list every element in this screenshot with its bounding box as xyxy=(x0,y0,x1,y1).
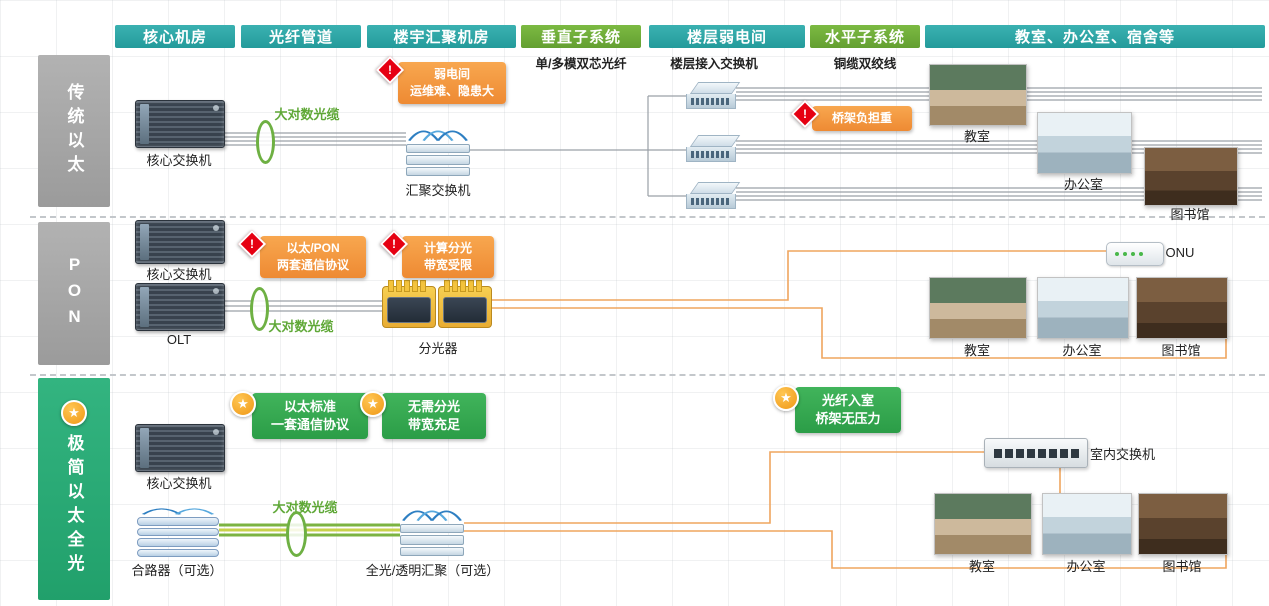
row-label-text: 传统以太 xyxy=(64,83,84,179)
warning-weak-room-box: 弱电间 运维难、隐患大 xyxy=(398,62,506,104)
splitter-icon xyxy=(382,280,436,328)
library-photo xyxy=(1138,493,1228,555)
benefit-text: 无需分光 xyxy=(407,399,460,414)
benefit-text: 桥架无压力 xyxy=(815,411,881,427)
subheader-copper-pair: 铜缆双绞线 xyxy=(833,57,897,71)
room-label: 教室 xyxy=(963,129,990,144)
core-switch-icon xyxy=(135,100,225,148)
subheader-fiber-type: 单/多模双芯光纤 xyxy=(535,57,627,71)
warning-split-box: 计算分光 带宽受限 xyxy=(402,236,494,278)
library-photo xyxy=(1136,277,1228,339)
alert-glyph: ! xyxy=(388,63,392,77)
warning-text: 桥架负担重 xyxy=(831,111,892,125)
column-header-vertical-subsys: 垂直子系统 xyxy=(521,25,641,48)
floor-access-switch-icon xyxy=(686,135,741,162)
all-optical-aggregation-icon xyxy=(400,506,464,556)
row-label-traditional-ethernet: 传统以太 xyxy=(38,55,110,207)
aggregation-switch-icon xyxy=(406,126,470,176)
device-label-combiner: 合路器（可选） xyxy=(131,563,223,578)
star-icon: ★ xyxy=(230,391,256,417)
fiber-bundle-icon xyxy=(250,287,269,331)
warning-text: 计算分光 xyxy=(423,241,472,255)
column-header-building-agg: 楼宇汇聚机房 xyxy=(367,25,516,48)
column-header-floor-room: 楼层弱电间 xyxy=(649,25,805,48)
fiber-wave-icon xyxy=(402,510,462,522)
device-label-optical-agg: 全光/透明汇聚（可选） xyxy=(365,563,500,578)
subheader-floor-switch: 楼层接入交换机 xyxy=(670,57,758,71)
combiner-icon xyxy=(137,505,219,557)
warning-text: 弱电间 xyxy=(433,67,470,81)
device-label-agg-switch: 汇聚交换机 xyxy=(405,183,471,198)
classroom-photo xyxy=(929,64,1027,126)
column-header-fiber-duct: 光纤管道 xyxy=(241,25,361,48)
benefit-text: 以太标准 xyxy=(283,399,336,414)
room-label: 图书馆 xyxy=(1162,559,1202,574)
row-separator xyxy=(30,216,1265,218)
fiber-bundle-icon xyxy=(286,511,307,557)
warning-protocol-box: 以太/PON 两套通信协议 xyxy=(260,236,366,278)
office-photo xyxy=(1042,493,1132,555)
fiber-wave-icon xyxy=(141,508,215,515)
benefit-protocol-box: 以太标准 一套通信协议 xyxy=(252,393,368,440)
fiber-bundle-icon xyxy=(256,120,275,164)
floor-access-switch-icon xyxy=(686,82,741,109)
room-label: 办公室 xyxy=(1063,177,1103,192)
column-header-core-room: 核心机房 xyxy=(115,25,235,48)
device-label-indoor-switch: 室内交换机 xyxy=(1090,447,1156,462)
office-photo xyxy=(1037,112,1132,174)
alert-glyph: ! xyxy=(803,107,807,121)
fiber-wave-icon xyxy=(408,130,468,142)
warning-text: 两套通信协议 xyxy=(276,257,349,272)
alert-glyph: ! xyxy=(392,237,396,251)
column-header-horizontal-subsys: 水平子系统 xyxy=(810,25,920,48)
cable-label-trunk-fiber: 大对数光缆 xyxy=(272,500,338,515)
indoor-switch-icon xyxy=(984,438,1088,468)
core-switch-icon xyxy=(135,220,225,264)
office-photo xyxy=(1037,277,1129,339)
olt-icon xyxy=(135,283,225,331)
room-label: 教室 xyxy=(963,343,990,358)
benefit-fiber-to-room-box: 光纤入室 桥架无压力 xyxy=(795,387,901,434)
benefit-text: 一套通信协议 xyxy=(270,417,349,433)
room-label: 图书馆 xyxy=(1161,343,1201,358)
core-switch-icon xyxy=(135,424,225,472)
room-label: 教室 xyxy=(968,559,995,574)
device-label-olt: OLT xyxy=(166,332,192,347)
star-icon: ★ xyxy=(360,391,386,417)
floor-access-switch-icon xyxy=(686,182,741,209)
alert-glyph: ! xyxy=(250,237,254,251)
star-icon: ★ xyxy=(773,385,799,411)
benefit-text: 带宽充足 xyxy=(407,417,460,433)
warning-text: 以太/PON xyxy=(286,241,340,255)
device-label-onu: ONU xyxy=(1165,245,1195,260)
splitter-icon xyxy=(438,280,492,328)
library-photo xyxy=(1144,147,1238,206)
device-label-core-switch: 核心交换机 xyxy=(146,267,212,282)
warning-cable-tray-box: 桥架负担重 xyxy=(812,106,912,131)
cable-label-trunk-fiber: 大对数光缆 xyxy=(268,319,334,334)
device-label-core-switch: 核心交换机 xyxy=(146,476,212,491)
device-label-splitter: 分光器 xyxy=(418,341,458,356)
row-label-simplified-all-optical: ★ 极简以太全光 xyxy=(38,378,110,600)
star-icon: ★ xyxy=(61,400,87,426)
row-label-text: PON xyxy=(65,254,84,333)
cable-label-trunk-fiber: 大对数光缆 xyxy=(274,107,340,122)
row-label-pon: PON xyxy=(38,222,110,365)
classroom-photo xyxy=(934,493,1032,555)
benefit-text: 光纤入室 xyxy=(821,393,874,408)
room-label: 图书馆 xyxy=(1170,207,1210,222)
room-label: 办公室 xyxy=(1062,343,1102,358)
onu-icon xyxy=(1106,242,1164,266)
column-header-rooms: 教室、办公室、宿舍等 xyxy=(925,25,1265,48)
warning-text: 运维难、隐患大 xyxy=(409,83,494,98)
device-label-core-switch: 核心交换机 xyxy=(146,153,212,168)
warning-text: 带宽受限 xyxy=(423,257,472,272)
classroom-photo xyxy=(929,277,1027,339)
room-label: 办公室 xyxy=(1066,559,1106,574)
row-separator xyxy=(30,374,1265,376)
row-label-text: 极简以太全光 xyxy=(64,434,84,578)
benefit-bandwidth-box: 无需分光 带宽充足 xyxy=(382,393,486,440)
